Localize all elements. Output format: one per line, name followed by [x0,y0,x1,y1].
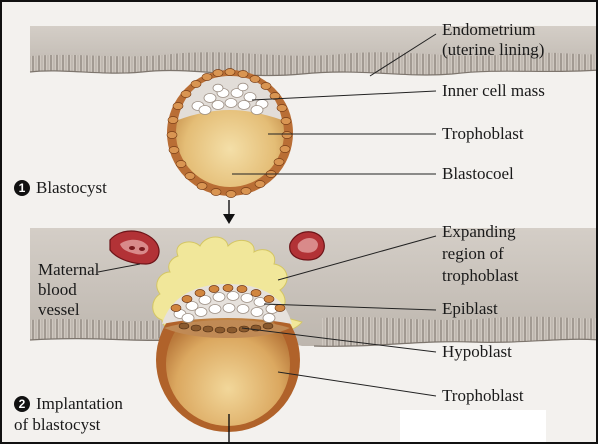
stage-2-text-2: of blastocyst [14,415,100,435]
blastocyst [167,69,293,198]
label-maternal-3: vessel [38,300,80,320]
label-endometrium-1: Endometrium [442,20,535,40]
label-expanding-3: trophoblast [442,266,519,286]
stage-2-badge: 2 [14,396,30,412]
stage-1-text: Blastocyst [36,178,107,197]
blank-box [400,410,546,444]
label-trophoblast-bottom: Trophoblast [442,386,524,406]
label-trophoblast-top: Trophoblast [442,124,524,144]
label-endometrium-2: (uterine lining) [442,40,544,60]
label-expanding-2: region of [442,244,504,264]
stage-1-caption: 1 Blastocyst [14,178,107,198]
label-inner-cell-mass: Inner cell mass [442,81,545,101]
stage-2-caption: 2 Implantation [14,394,123,414]
label-blastocoel: Blastocoel [442,164,514,184]
label-expanding-1: Expanding [442,222,516,242]
implanted-blastocyst [156,284,300,432]
label-maternal-2: blood [38,280,77,300]
stage-2-text-1: Implantation [36,394,123,413]
label-epiblast: Epiblast [442,299,498,319]
stage-1-badge: 1 [14,180,30,196]
arrow-down-1 [223,200,235,224]
label-hypoblast: Hypoblast [442,342,512,362]
label-maternal-1: Maternal [38,260,99,280]
